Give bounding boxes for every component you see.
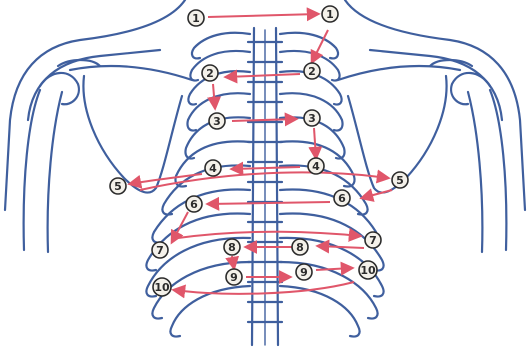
arrow-3-row xyxy=(232,119,296,121)
marker-m8-left: 8 xyxy=(224,239,240,255)
arrow-7-back xyxy=(318,246,364,248)
marker-m9-right: 9 xyxy=(296,264,312,280)
marker-m5-left: 5 xyxy=(110,178,126,194)
arrow-2-down xyxy=(213,84,215,108)
marker-label: 9 xyxy=(300,266,308,279)
arrow-4-row xyxy=(232,167,300,169)
arrow-2-row xyxy=(226,74,300,77)
marker-label: 9 xyxy=(230,271,238,284)
arrow-1-top xyxy=(208,14,318,17)
marker-label: 2 xyxy=(206,67,214,80)
marker-label: 1 xyxy=(326,8,334,21)
marker-label: 1 xyxy=(192,12,200,25)
arrow-layer xyxy=(130,14,392,294)
marker-label: 3 xyxy=(308,112,316,125)
marker-m4-right: 4 xyxy=(308,158,324,174)
marker-label: 7 xyxy=(156,244,164,257)
marker-m3-left: 3 xyxy=(209,113,225,129)
marker-label: 3 xyxy=(213,115,221,128)
marker-label: 6 xyxy=(338,192,346,205)
arrow-7-across xyxy=(178,232,360,238)
marker-label: 6 xyxy=(190,198,198,211)
marker-m6-right: 6 xyxy=(334,190,350,206)
marker-label: 5 xyxy=(396,174,404,187)
marker-m5-right: 5 xyxy=(392,172,408,188)
right-scapular-spine xyxy=(338,66,460,80)
marker-m4-left: 4 xyxy=(205,160,221,176)
marker-m2-left: 2 xyxy=(202,65,218,81)
marker-label: 8 xyxy=(228,241,236,254)
arrow-8-down xyxy=(232,256,234,268)
marker-label: 5 xyxy=(114,180,122,193)
marker-label: 10 xyxy=(154,281,170,294)
marker-m7-right: 7 xyxy=(365,232,381,248)
marker-label: 4 xyxy=(209,162,217,175)
left-scapula xyxy=(83,76,182,193)
shoulder-left-inner xyxy=(28,50,160,120)
marker-label: 2 xyxy=(308,65,316,78)
shoulder-right-inner xyxy=(370,50,502,120)
marker-m8-right: 8 xyxy=(292,239,308,255)
left-scapular-spine xyxy=(70,66,192,80)
marker-m1-left: 1 xyxy=(188,10,204,26)
marker-m9-left: 9 xyxy=(226,269,242,285)
marker-m7-left: 7 xyxy=(152,242,168,258)
marker-label: 4 xyxy=(312,160,320,173)
arrow-3-down xyxy=(314,128,316,158)
arrow-10-across xyxy=(174,282,354,294)
arrow-4-to-5 xyxy=(130,174,202,184)
marker-label: 8 xyxy=(296,241,304,254)
marker-m1-right: 1 xyxy=(322,6,338,22)
marker-m6-left: 6 xyxy=(186,196,202,212)
marker-label: 10 xyxy=(360,264,376,277)
marker-m10-left: 10 xyxy=(153,278,171,296)
arrow-6-row xyxy=(208,202,330,204)
marker-label: 7 xyxy=(369,234,377,247)
marker-m10-right: 10 xyxy=(359,261,377,279)
marker-m2-right: 2 xyxy=(304,63,320,79)
marker-m3-right: 3 xyxy=(304,110,320,126)
